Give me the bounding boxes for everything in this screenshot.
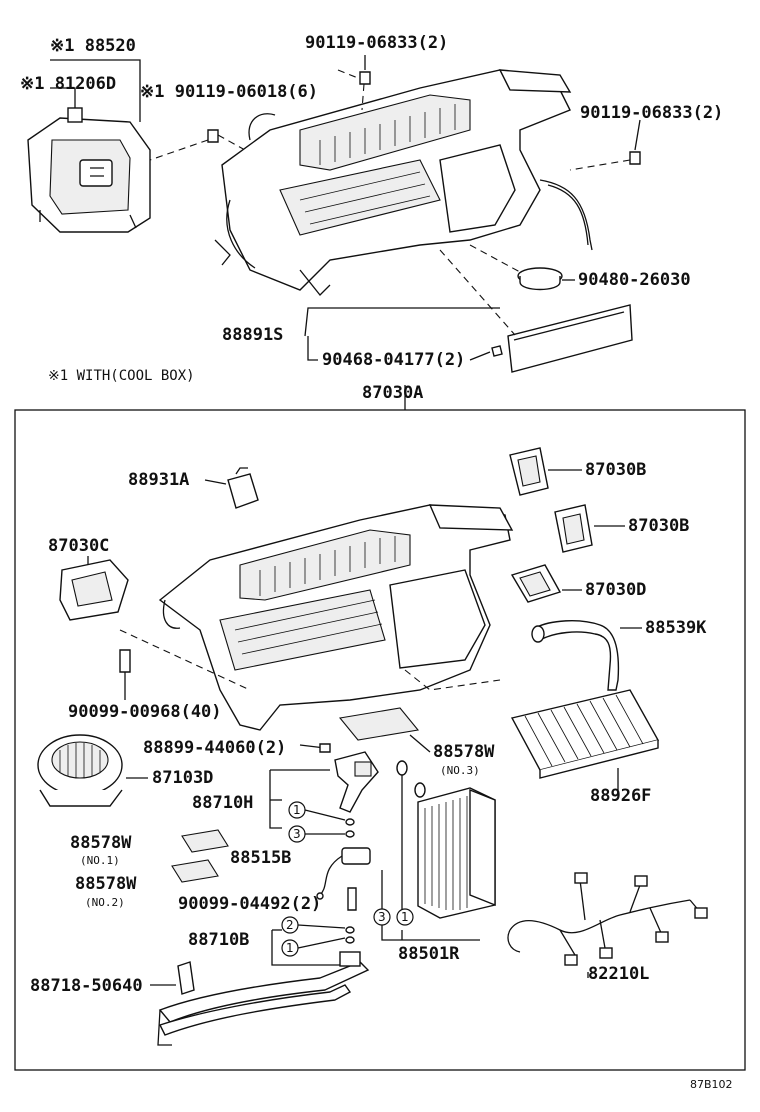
valve-88710h [334,751,379,813]
label-88515b: 88515B [230,848,292,868]
label-88718-50640: 88718-50640 [30,976,143,996]
label-90468-04177: 90468-04177(2) [322,350,466,370]
label-88710b: 88710B [188,930,250,950]
label-88578w-no2: 88578W [75,874,137,894]
label-90099-00968: 90099-00968(40) [68,702,222,722]
circle-num-1c: 1 [286,941,294,955]
label-88578w-no3: 88578W [433,742,495,762]
label-90119-06018: ※1 90119-06018(6) [140,82,319,102]
label-87030a: 87030A [362,383,424,403]
label-82210l: 82210L [588,964,650,984]
note-cool-box: ※1 WITH(COOL BOX) [48,368,195,384]
assembly-frame [14,409,746,1071]
sublabel-no1: (NO.1) [80,854,120,867]
label-88891s: 88891S [222,325,284,345]
hvac-unit-main [158,504,514,731]
label-88539k: 88539K [645,618,707,638]
servo-87030b-1 [509,447,549,496]
servo-87030d [510,564,562,603]
pipe-88539k [531,620,620,691]
connector-88931a [227,467,259,509]
label-87030d: 87030D [585,580,647,600]
label-87030c: 87030C [48,536,110,556]
harness-82210l [507,872,708,966]
label-88899-44060: 88899-44060(2) [143,738,287,758]
label-90119-06833-top: 90119-06833(2) [305,33,449,53]
circle-num-2: 2 [286,918,294,932]
label-88931a: 88931A [128,470,190,490]
diagram-code: 87B102 [690,1078,733,1091]
circle-num-1a: 1 [293,803,301,817]
label-88578w-no1: 88578W [70,833,132,853]
bracket-87030c [59,559,129,621]
label-87030b-1: 87030B [585,460,647,480]
label-88501r: 88501R [398,944,460,964]
circle-num-3b: 3 [378,910,386,924]
screw-90119-06018 [207,129,219,143]
filter-88926f [510,689,660,779]
sublabel-no2: (NO.2) [85,896,125,909]
label-90480-26030: 90480-26030 [578,270,691,290]
cool-box-part [27,107,151,233]
circle-num-3a: 3 [293,827,301,841]
label-88520: ※1 88520 [50,36,136,56]
evaporator-88501r [417,787,496,919]
sublabel-no3: (NO.3) [440,764,480,777]
label-90119-06833-right: 90119-06833(2) [580,103,724,123]
hvac-unit-top [214,69,593,296]
servo-87030b-2 [554,504,593,553]
clamp-88718 [177,961,195,995]
sensor-88515b [316,847,371,900]
label-81206d: ※1 81206D [20,74,117,94]
blower-motor [37,734,123,807]
label-88710h: 88710H [192,793,254,813]
label-88926f: 88926F [590,786,652,806]
tubes-88710b [157,951,370,1046]
label-90099-04492: 90099-04492(2) [178,894,322,914]
label-87103d: 87103D [152,768,214,788]
label-87030b-2: 87030B [628,516,690,536]
circle-num-1b: 1 [401,910,409,924]
